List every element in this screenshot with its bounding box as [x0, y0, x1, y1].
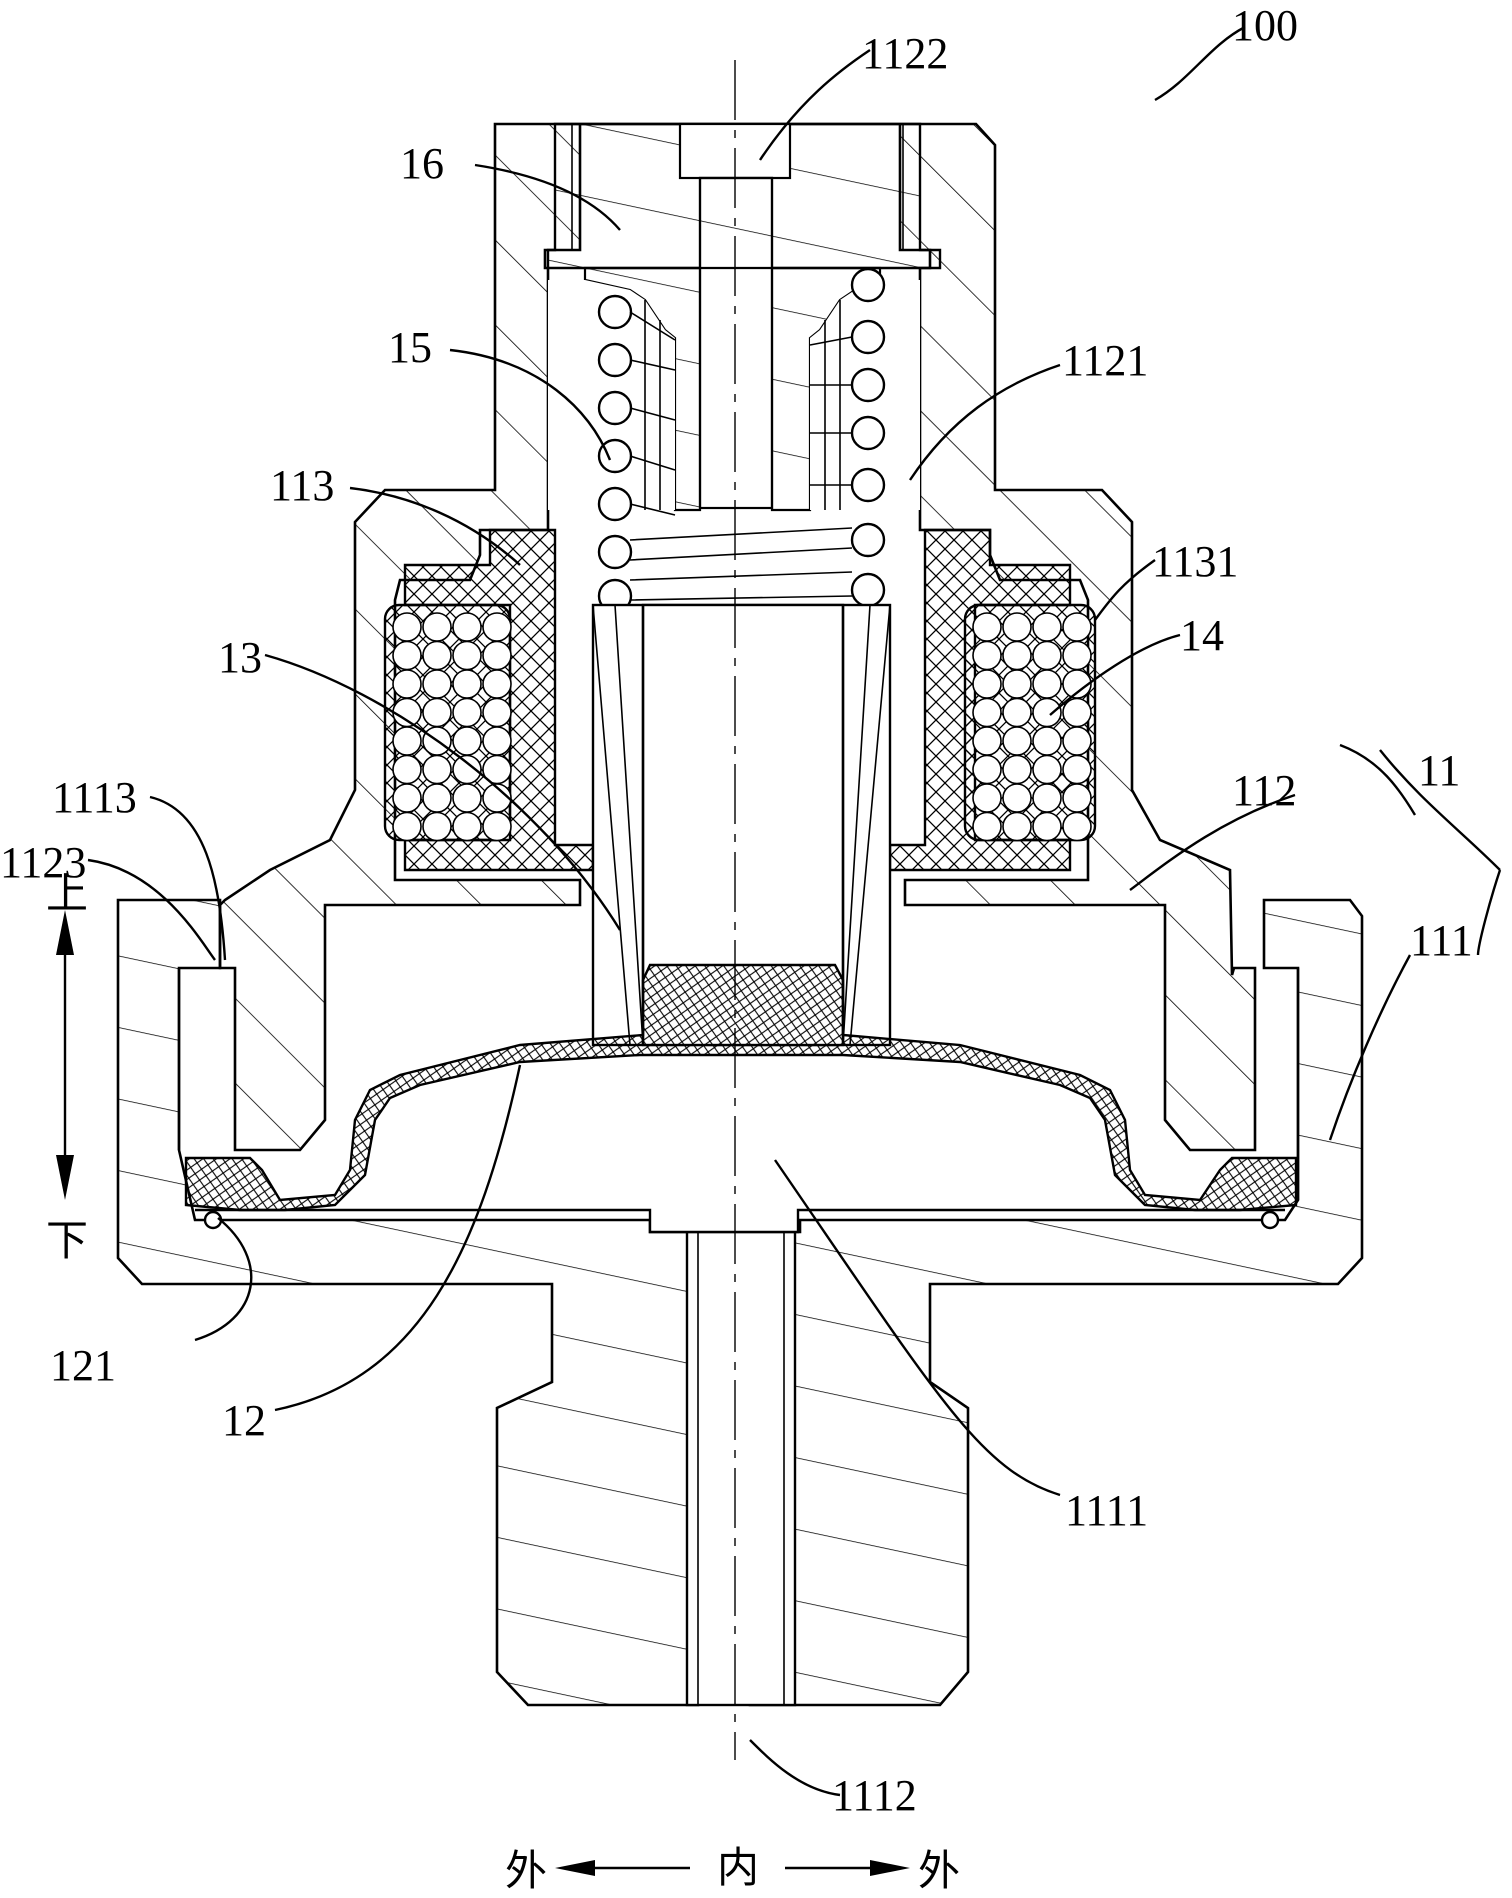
diaphragm-12: [184, 963, 1298, 1212]
coil-wire-turn: [1032, 640, 1062, 671]
coil-wire-turn: [452, 726, 482, 756]
coil-wire-turn: [1032, 612, 1062, 642]
coil-wire-turn: [452, 640, 482, 671]
coil-wire-turn: [972, 726, 1002, 756]
passage-1112: [685, 1230, 797, 1707]
coil-wire-turn: [482, 811, 512, 842]
coil-wire-turn: [392, 754, 422, 785]
label-outer-left: 外: [505, 1846, 547, 1895]
coil-wire-turn: [482, 726, 512, 756]
coil-wire-turn: [452, 612, 482, 642]
label-outer-right: 外: [918, 1846, 960, 1895]
callout-labels: 100 1122 16 15 1121 113 1131 14 13 11 11…: [0, 1, 1473, 1895]
coil-wire-turn: [1002, 640, 1032, 671]
coil-wire-turn: [1062, 754, 1092, 785]
coil-wire-turn: [422, 811, 452, 842]
label-1123: 1123: [0, 838, 86, 887]
coil-wire-turn: [422, 669, 452, 699]
horizontal-direction-arrows: [555, 1860, 910, 1876]
label-14: 14: [1180, 611, 1224, 660]
coil-wire-turn: [1032, 669, 1062, 699]
coil-wire-turn: [1002, 612, 1032, 642]
coil-wire-turn: [1002, 669, 1032, 699]
coil-wire-turn: [1032, 754, 1062, 785]
label-16: 16: [400, 139, 444, 188]
coil-wire-turn: [972, 754, 1002, 785]
coil-wire-turn: [1032, 726, 1062, 756]
label-12: 12: [222, 1396, 266, 1445]
lower-body-111: [116, 898, 1364, 1707]
label-15: 15: [388, 323, 432, 372]
label-1121: 1121: [1062, 336, 1148, 385]
label-down: 下: [46, 1216, 88, 1265]
coil-wire-turn: [392, 697, 422, 728]
leader-lines: [87, 25, 1502, 1797]
coil-wire-turn: [1062, 697, 1092, 728]
label-1112: 1112: [832, 1771, 917, 1820]
label-1111: 1111: [1065, 1486, 1148, 1535]
coil-wire-turn: [392, 640, 422, 671]
label-13: 13: [218, 633, 262, 682]
coil-wire-turn: [972, 640, 1002, 671]
coil-wire-turn: [422, 612, 452, 642]
coil-wire-turn: [422, 697, 452, 728]
coil-wire-turn: [1062, 783, 1092, 813]
coil-wire-turn: [482, 612, 512, 642]
label-111: 111: [1410, 916, 1473, 965]
coil-wire-turn: [1062, 640, 1092, 671]
label-1122: 1122: [862, 29, 948, 78]
coil-wire-turn: [1002, 783, 1032, 813]
coil-wire-turn: [422, 754, 452, 785]
coil-wire-turn: [972, 783, 1002, 813]
coil-wire-turn: [1062, 811, 1092, 842]
label-121: 121: [50, 1341, 116, 1390]
label-1113: 1113: [52, 773, 137, 822]
coil-wire-turn: [422, 783, 452, 813]
label-up: 上: [46, 869, 88, 918]
coil-wire-turn: [972, 612, 1002, 642]
coil-wire-turn: [1002, 811, 1032, 842]
vertical-direction-arrow: [56, 910, 74, 1200]
coil-wire-turn: [392, 726, 422, 756]
coil-wire-turn: [422, 640, 452, 671]
label-1131: 1131: [1152, 537, 1238, 586]
coil-wire-turn: [392, 783, 422, 813]
coil-wire-turn: [392, 669, 422, 699]
label-113: 113: [270, 461, 334, 510]
coil-wire-turn: [1032, 783, 1062, 813]
coil-wire-turn: [392, 811, 422, 842]
label-112: 112: [1232, 766, 1296, 815]
spring-15: [597, 267, 886, 614]
coil-wire-turn: [1002, 754, 1032, 785]
coil-wire-turn: [972, 697, 1002, 728]
label-inner: 内: [717, 1843, 759, 1892]
coil-wire-turn: [452, 697, 482, 728]
coil-wire-turn: [972, 669, 1002, 699]
coil-wire-turn: [1002, 726, 1032, 756]
coil-wire-turn: [972, 811, 1002, 842]
coil-wire-turn: [1062, 612, 1092, 642]
coil-wire-turn: [482, 669, 512, 699]
coil-wire-turn: [1032, 697, 1062, 728]
seal-ring-right: [1260, 1210, 1280, 1230]
coil-wire-turn: [1002, 697, 1032, 728]
coil-wire-turn: [392, 612, 422, 642]
cavity-1111: [195, 1150, 1285, 1234]
coil-wires: [392, 612, 1092, 842]
coil-wire-turn: [452, 811, 482, 842]
coil-wire-turn: [482, 640, 512, 671]
coil-wire-turn: [452, 783, 482, 813]
coil-wire-turn: [452, 669, 482, 699]
coil-wire-turn: [482, 697, 512, 728]
label-100: 100: [1232, 1, 1298, 50]
coil-wire-turn: [1032, 811, 1062, 842]
coil-wire-turn: [1062, 726, 1092, 756]
label-11: 11: [1418, 746, 1460, 795]
